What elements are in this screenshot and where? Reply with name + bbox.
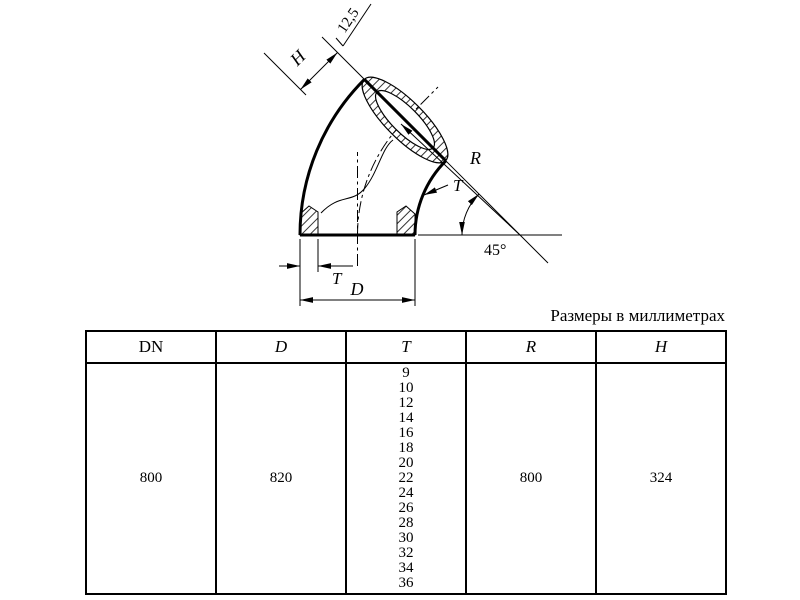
cell-h: 324	[595, 362, 727, 595]
cell-r: 800	[465, 362, 597, 595]
h-extension-line-2	[263, 52, 307, 96]
h-label: H	[285, 45, 310, 70]
d-label: D	[350, 279, 364, 299]
r-leader-line	[400, 123, 521, 236]
cell-d: 820	[215, 362, 347, 595]
col-header-t: T	[345, 330, 467, 364]
t-upper-leader	[423, 184, 449, 196]
angle-arc	[459, 193, 480, 236]
dimension-table: DN D T R H 800 820 9 10 12 14 16 18 20 2…	[85, 330, 727, 595]
units-note: Размеры в миллиметрах	[550, 306, 725, 325]
t-dimension	[279, 239, 353, 306]
t-upper-label: T	[453, 176, 464, 195]
weld-bevels	[299, 205, 416, 236]
angle-dimension	[418, 160, 562, 264]
col-header-r: R	[465, 330, 597, 364]
col-header-d: D	[215, 330, 347, 364]
cell-t-values: 9 10 12 14 16 18 20 22 24 26 28 30 32 34…	[345, 362, 467, 595]
h-dimension-line	[300, 52, 338, 90]
roughness-tick	[335, 37, 344, 47]
roughness-mark	[335, 3, 372, 47]
t-lower-label: T	[332, 269, 343, 288]
elbow-45-drawing: H 12,5 R 45° T T	[263, 3, 562, 306]
d-dimension	[300, 239, 416, 306]
cell-dn: 800	[85, 362, 217, 595]
break-line	[320, 139, 394, 214]
roughness-line	[342, 3, 372, 47]
extrados-arc	[298, 78, 366, 236]
elbow-outline	[298, 78, 447, 237]
intrados-arc	[413, 159, 447, 236]
col-header-dn: DN	[85, 330, 217, 364]
h-dimension	[263, 36, 365, 96]
table-header-row: DN D T R H	[85, 330, 727, 364]
roughness-label: 12,5	[335, 5, 363, 36]
face-extension-line	[445, 160, 549, 264]
top-face-line	[363, 78, 447, 162]
weld-bevel-right	[396, 205, 416, 236]
h-extension-line-1	[321, 36, 365, 80]
col-header-h: H	[595, 330, 727, 364]
table-row: 800 820 9 10 12 14 16 18 20 22 24 26 28 …	[85, 362, 727, 595]
r-label: R	[469, 148, 481, 168]
angle-label: 45°	[484, 242, 506, 259]
